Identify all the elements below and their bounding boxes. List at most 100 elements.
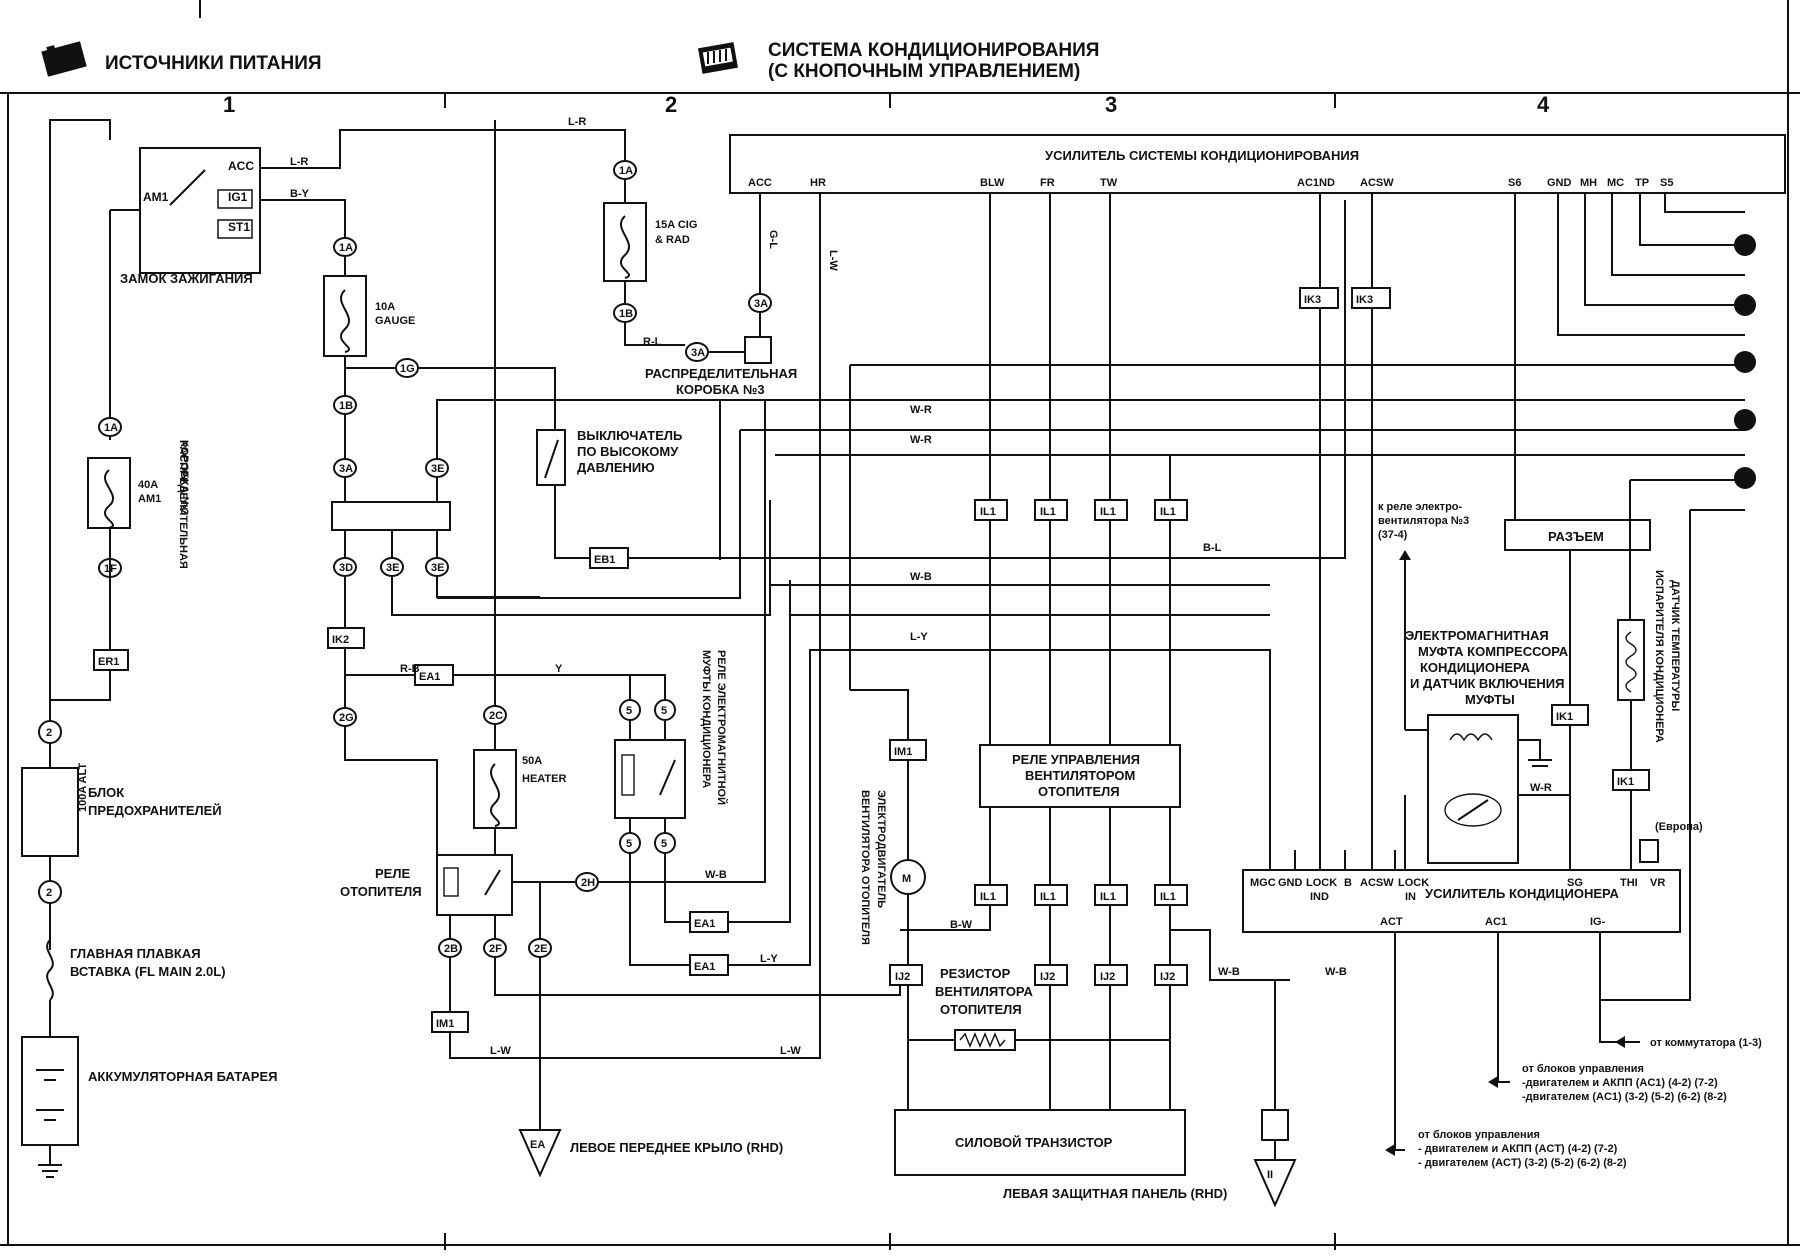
wire-l-w: L-W	[827, 250, 839, 271]
amp2-pin-gnd: GND	[1278, 877, 1303, 889]
junction-vert-label-1: РАСПРЕДЕЛИТЕЛЬНАЯ	[177, 440, 189, 569]
svg-text:EA1: EA1	[694, 918, 715, 930]
svg-text:IL1: IL1	[1040, 506, 1056, 518]
ground-ii-label: ЛЕВАЯ ЗАЩИТНАЯ ПАНЕЛЬ (RHD)	[1003, 1186, 1227, 1201]
connector-2-top	[38, 720, 62, 744]
ignition-switch	[139, 147, 261, 274]
svg-text:IJ2: IJ2	[1160, 971, 1175, 983]
svg-text:IL1: IL1	[1040, 891, 1056, 903]
column-4: 4	[1537, 92, 1550, 117]
blower-section: IL1 IL1 IL1 IL1 РЕЛЕ УПРАВЛЕНИЯ ВЕНТИЛЯТ…	[850, 499, 1297, 1208]
mag-clutch-relay-label-1: РЕЛЕ ЭЛЕКТРОМАГНИТНОЙ	[715, 650, 728, 805]
wire-w-b-1: W-B	[910, 571, 932, 583]
battery-label: АККУМУЛЯТОРНАЯ БАТАРЕЯ	[88, 1069, 277, 1084]
mag-clutch-label-5: МУФТЫ	[1465, 692, 1515, 707]
amp-pin-hr: HR	[810, 177, 826, 189]
power-transistor-label: СИЛОВОЙ ТРАНЗИСТОР	[955, 1135, 1113, 1150]
fan-relay-ref-2: вентилятора №3	[1378, 515, 1469, 527]
svg-text:EA: EA	[530, 1139, 545, 1151]
battery-icon	[41, 41, 87, 77]
wire-labels: L-R B-Y L-R R-L L-W G-L W-R W-R B-L W-B …	[290, 116, 1552, 1057]
wire-w-r-3: W-R	[1530, 782, 1552, 794]
resistor-label-2: ВЕНТИЛЯТОРА	[935, 984, 1033, 999]
amp-pin-mc: MC	[1607, 177, 1624, 189]
amp-pin-mh: MH	[1580, 177, 1597, 189]
svg-text:ER1: ER1	[98, 656, 119, 668]
svg-text:IL1: IL1	[980, 506, 996, 518]
fuse-block-label: БЛОК	[88, 785, 124, 800]
svg-text:1B: 1B	[619, 308, 633, 320]
fuse-50a-heater	[473, 749, 517, 829]
amp2-pin-ig: IG-	[1590, 916, 1606, 928]
wire-l-w-3: L-W	[780, 1045, 801, 1057]
svg-text:2G: 2G	[339, 712, 354, 724]
wire-y: Y	[555, 663, 563, 675]
left-title: ИСТОЧНИКИ ПИТАНИЯ	[105, 53, 322, 74]
amp-pin-gnd: GND	[1547, 177, 1572, 189]
mag-clutch-label-4: И ДАТЧИК ВКЛЮЧЕНИЯ	[1410, 676, 1564, 691]
evap-sensor-label-1: ДАТЧИК ТЕМПЕРАТУРЫ	[1669, 580, 1681, 711]
bus-wires	[437, 364, 1745, 690]
connector-2-bottom	[38, 880, 62, 904]
ign-pin-acc: ACC	[228, 159, 254, 173]
fuse-15a-label: 15A CIG	[655, 219, 697, 231]
svg-text:IJ2: IJ2	[1040, 971, 1055, 983]
ground-ii-connector	[1261, 1109, 1289, 1141]
svg-text:5: 5	[626, 838, 632, 850]
ground-ii	[1253, 1159, 1297, 1208]
svg-text:5: 5	[661, 705, 667, 717]
mag-clutch-relay-label-2: МУФТЫ КОНДИЦИОНЕРА	[700, 650, 712, 788]
amp2-pin-lockin: LOCK	[1398, 877, 1429, 889]
pressure-switch-label: ВЫКЛЮЧАТЕЛЬ	[577, 428, 682, 443]
amp-pin-acc: ACC	[748, 177, 772, 189]
svg-text:5: 5	[626, 705, 632, 717]
svg-text:2: 2	[46, 727, 52, 739]
svg-text:3E: 3E	[386, 562, 399, 574]
power-transistor	[894, 1109, 1186, 1176]
fuse-50a-label: 50A	[522, 755, 542, 767]
svg-text:IK1: IK1	[1556, 711, 1573, 723]
wire-r-l: R-L	[643, 336, 662, 348]
ignition-switch-label: ЗАМОК ЗАЖИГАНИЯ	[120, 271, 253, 286]
amp-pin-fr: FR	[1040, 177, 1055, 189]
wire-w-r-2: W-R	[910, 434, 932, 446]
ac-amplifier: УСИЛИТЕЛЬ СИСТЕМЫ КОНДИЦИОНИРОВАНИЯ ACC …	[729, 134, 1786, 870]
fuse-15a-label-2: & RAD	[655, 234, 690, 246]
heater-relay	[436, 854, 513, 916]
fuse-40a-label-2: AM1	[138, 493, 161, 505]
ac-amplifier-box	[729, 134, 1786, 194]
ac-amplifier-label: УСИЛИТЕЛЬ СИСТЕМЫ КОНДИЦИОНИРОВАНИЯ	[1045, 148, 1359, 163]
amp-pin-tp: TP	[1635, 177, 1649, 189]
svg-text:EA1: EA1	[419, 671, 440, 683]
svg-text:IJ2: IJ2	[895, 971, 910, 983]
svg-text:IL1: IL1	[980, 891, 996, 903]
ground-ea-label: ЛЕВОЕ ПЕРЕДНЕЕ КРЫЛО (RHD)	[570, 1140, 783, 1155]
blower-relay-label-1: РЕЛЕ УПРАВЛЕНИЯ	[1012, 752, 1140, 767]
amp2-pin-act: ACT	[1380, 916, 1403, 928]
from-ecu2-1: от блоков управления	[1418, 1129, 1540, 1141]
wire-w-b-2: W-B	[1218, 966, 1240, 978]
evap-sensor-label-2: ИСПАРИТЕЛЯ КОНДИЦИОНЕРА	[1653, 570, 1665, 743]
column-1: 1	[223, 92, 235, 117]
wire-w-r-1: W-R	[910, 404, 932, 416]
from-ecu2-3: - двигателем (ACT) (3-2) (5-2) (6-2) (8-…	[1418, 1157, 1627, 1169]
heater-relay-label: РЕЛЕ	[375, 866, 410, 881]
magnetic-clutch	[1427, 714, 1519, 864]
fuse-40a-am1	[87, 457, 131, 529]
amp2-pin-mgc: MGC	[1250, 877, 1276, 889]
svg-text:3A: 3A	[339, 463, 353, 475]
svg-text:2H: 2H	[581, 877, 595, 889]
amp-pin-blw: BLW	[980, 177, 1005, 189]
amp2-pin-lock: LOCK	[1306, 877, 1337, 889]
svg-text:3E: 3E	[431, 463, 444, 475]
pressure-switch-label-3: ДАВЛЕНИЮ	[577, 460, 655, 475]
blower-motor-label-1: ЭЛЕКТРОДВИГАТЕЛЬ	[875, 790, 887, 908]
svg-text:5: 5	[661, 838, 667, 850]
heater-relay-label-2: ОТОПИТЕЛЯ	[340, 884, 422, 899]
svg-text:2B: 2B	[444, 943, 458, 955]
mag-clutch-relay	[614, 739, 686, 819]
svg-text:IK3: IK3	[1356, 294, 1373, 306]
ign-pin-ig1: IG1	[228, 190, 248, 204]
mag-clutch-label-3: КОНДИЦИОНЕРА	[1420, 660, 1531, 675]
svg-text:1A: 1A	[104, 422, 118, 434]
